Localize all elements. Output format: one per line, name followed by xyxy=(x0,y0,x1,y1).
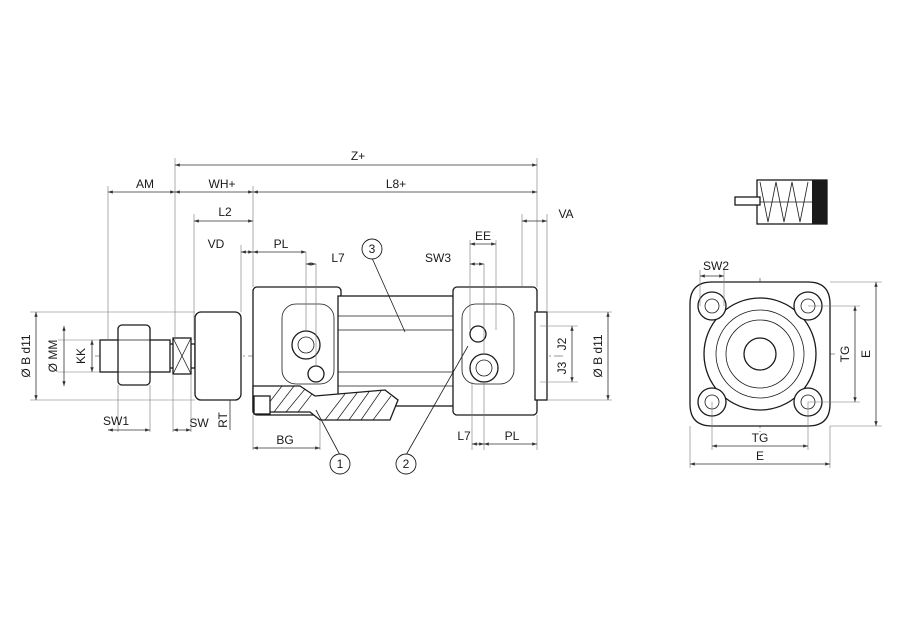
cylinder-barrel xyxy=(337,295,457,407)
front-view-dimensions: SW2 TG E TG E xyxy=(689,259,882,468)
balloon-1-label: 1 xyxy=(337,457,344,471)
dim-bg: BG xyxy=(276,433,293,447)
tie-rod-top-left xyxy=(697,291,727,321)
side-view xyxy=(95,257,565,456)
dim-j2: J2 xyxy=(555,337,569,350)
dimension-lines xyxy=(34,163,610,450)
dim-mm: Ø MM xyxy=(46,340,60,373)
dim-b-d11-left: Ø B d11 xyxy=(19,334,33,377)
rod-center xyxy=(743,337,777,371)
dim-pl-top: PL xyxy=(274,237,289,251)
spring-symbol xyxy=(734,179,828,225)
dim-va: VA xyxy=(558,207,573,221)
front-cushion-screw xyxy=(307,365,325,383)
dim-l7-bottom: L7 xyxy=(457,429,471,443)
tie-rod-nut xyxy=(253,395,271,415)
dim-tg-horizontal: TG xyxy=(752,431,769,445)
dim-pl-bottom: PL xyxy=(505,429,520,443)
front-port-boss xyxy=(281,303,335,385)
dim-l7-top: L7 xyxy=(331,251,345,265)
balloon-1 xyxy=(329,453,351,475)
dim-l2: L2 xyxy=(218,205,232,219)
dim-sw1: SW1 xyxy=(103,414,129,428)
balloon-3 xyxy=(361,238,383,260)
dim-kk: KK xyxy=(74,348,88,364)
rear-cushion-screw xyxy=(469,325,487,343)
dim-sw3: SW3 xyxy=(425,251,451,265)
dim-z-plus: Z+ xyxy=(351,149,365,163)
dim-vd: VD xyxy=(208,237,225,251)
balloon-2-label: 2 xyxy=(403,457,410,471)
dim-j3: J3 xyxy=(555,361,569,374)
dimension-labels: Z+ AM WH+ L8+ L2 VD PL L7 SW3 EE VA SW1 … xyxy=(19,149,605,447)
dim-wh-plus: WH+ xyxy=(209,177,236,191)
rear-port xyxy=(469,353,499,383)
section-hatching xyxy=(261,385,392,421)
rear-spigot xyxy=(534,311,548,401)
dim-sw: SW xyxy=(189,416,209,430)
tie-rod-section xyxy=(252,385,399,421)
dim-sw2: SW2 xyxy=(703,259,729,273)
balloon-3-label: 3 xyxy=(369,242,376,256)
rod-nut xyxy=(117,324,151,386)
rear-port-boss xyxy=(461,303,515,385)
dim-l8-plus: L8+ xyxy=(386,177,406,191)
spring-coil xyxy=(759,181,809,223)
front-port xyxy=(291,330,321,360)
dim-tg-vertical: TG xyxy=(838,346,852,363)
bearing-ring xyxy=(725,319,795,389)
front-spigot xyxy=(194,311,242,401)
dim-e-vertical: E xyxy=(859,350,873,358)
dim-rt: RT xyxy=(216,411,230,427)
dim-e-horizontal: E xyxy=(756,449,764,463)
balloon-2 xyxy=(395,453,417,475)
dim-b-d11-right: Ø B d11 xyxy=(591,334,605,377)
dim-ee: EE xyxy=(475,229,491,243)
balloons: 1 2 3 xyxy=(329,238,417,475)
dim-am: AM xyxy=(136,177,154,191)
